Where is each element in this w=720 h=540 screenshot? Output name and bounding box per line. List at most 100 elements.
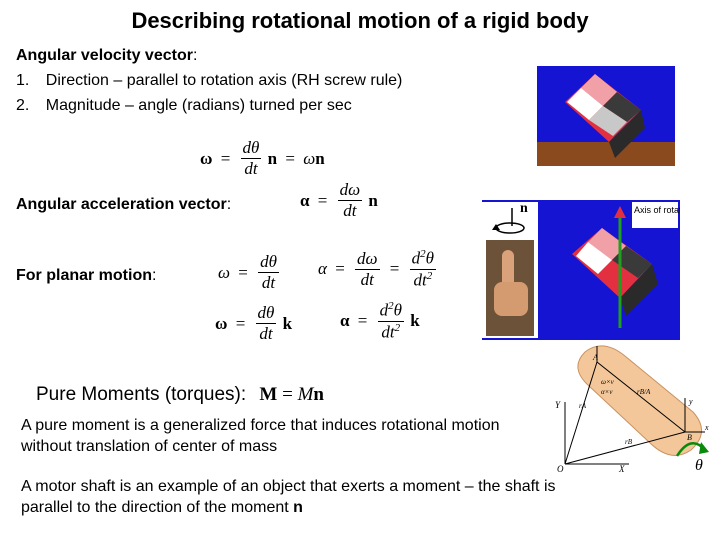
motor-shaft-text-body: A motor shaft is an example of an object… bbox=[21, 478, 556, 516]
pure-moments-heading: Pure Moments (torques): bbox=[36, 384, 247, 405]
list-text: Direction – parallel to rotation axis (R… bbox=[45, 72, 403, 89]
slide-title: Describing rotational motion of a rigid … bbox=[131, 8, 589, 33]
position-vector-A bbox=[564, 361, 598, 465]
numerator: d2θ bbox=[378, 300, 404, 321]
A-label: A bbox=[592, 353, 598, 362]
omega-scalar: ω bbox=[303, 148, 316, 168]
pure-moment-definition: A pure moment is a generalized force tha… bbox=[21, 417, 500, 455]
B-label: B bbox=[687, 433, 692, 442]
rotation-arrowhead bbox=[699, 442, 709, 454]
rigid-body-diagram: Y O X A B rA rB rB/A ω×v α×v y x θ bbox=[555, 345, 709, 473]
list-item: 1. Direction – parallel to rotation axis… bbox=[16, 70, 402, 91]
rB-label: rB bbox=[625, 438, 633, 446]
exponent: 2 bbox=[420, 248, 426, 260]
planar-heading-line: For planar motion: bbox=[16, 265, 156, 286]
alpha-v-label: α×v bbox=[601, 388, 613, 396]
M-scalar: M bbox=[297, 384, 314, 405]
angular-velocity-heading-line: Angular velocity vector: bbox=[16, 45, 197, 66]
equals-sign: = bbox=[317, 190, 328, 210]
denominator: dt bbox=[355, 268, 380, 290]
pure-moments-heading-line: Pure Moments (torques): M = Mn bbox=[36, 384, 324, 406]
angular-acceleration-heading: Angular acceleration vector bbox=[16, 196, 227, 213]
motor-shaft-text: A motor shaft is an example of an object… bbox=[21, 476, 601, 518]
dt-symbol: dt bbox=[413, 270, 427, 290]
exponent: 2 bbox=[394, 321, 401, 334]
denominator: dt bbox=[255, 323, 277, 344]
rigid-body-shape bbox=[577, 345, 702, 456]
fraction: dθ dt bbox=[240, 138, 262, 179]
equals-sign: = bbox=[389, 259, 400, 279]
n-vector: n bbox=[267, 148, 278, 168]
n-vector: n bbox=[315, 148, 325, 168]
axis-of-rotation-label: Axis of rotation bbox=[634, 205, 680, 215]
denominator: dt2 bbox=[409, 268, 436, 291]
angular-acceleration-colon: : bbox=[226, 196, 232, 213]
fraction: d2θ dt2 bbox=[377, 300, 404, 343]
position-vector-B bbox=[564, 431, 686, 465]
alpha-vector: α bbox=[340, 311, 350, 331]
numerator: dθ bbox=[242, 138, 260, 157]
numerator: dω bbox=[357, 248, 378, 268]
rBA-label: rB/A bbox=[637, 388, 651, 396]
fist-shape bbox=[494, 282, 528, 316]
O-label: O bbox=[557, 464, 564, 473]
dt-symbol: dt bbox=[381, 322, 395, 342]
list-number: 1. bbox=[16, 72, 30, 89]
angular-acceleration-equation: α = dω dt n bbox=[300, 180, 378, 221]
rotating-cube-photo bbox=[537, 66, 675, 166]
axis-of-rotation-photo: n Axis of rotation bbox=[482, 200, 680, 340]
theta-symbol: θ bbox=[393, 300, 402, 320]
equals-sign: = bbox=[235, 313, 246, 333]
denominator: dt2 bbox=[377, 320, 404, 343]
denominator: dt bbox=[240, 158, 262, 179]
planar-colon: : bbox=[152, 267, 157, 284]
cube-tile bbox=[603, 92, 641, 122]
omega-vector: ω bbox=[215, 313, 228, 333]
exponent: 2 bbox=[426, 269, 433, 282]
exponent: 2 bbox=[388, 300, 394, 312]
X-label: X bbox=[618, 464, 625, 473]
d-symbol: d bbox=[379, 300, 389, 320]
cube-side bbox=[609, 110, 645, 158]
list-text: Magnitude – angle (radians) turned per s… bbox=[45, 97, 352, 114]
planar-heading: For planar motion bbox=[16, 267, 152, 284]
numerator: dω bbox=[339, 180, 361, 199]
curl-arrowhead bbox=[492, 224, 500, 230]
cube-tile bbox=[588, 228, 626, 260]
axis-label-box bbox=[632, 202, 678, 228]
omega-scalar: ω bbox=[218, 262, 231, 282]
Y-label: Y bbox=[555, 400, 561, 410]
cube-tile bbox=[567, 88, 603, 120]
cube-tile bbox=[612, 246, 652, 278]
cube-tile bbox=[581, 74, 617, 106]
planar-alpha-scalar-equation: α = dω dt = d2θ dt2 bbox=[318, 248, 438, 290]
planar-alpha-vector-equation: α = d2θ dt2 k bbox=[340, 300, 420, 342]
fraction: d2θ dt2 bbox=[409, 248, 436, 291]
angular-velocity-heading: Angular velocity vector bbox=[16, 47, 193, 64]
angular-velocity-colon: : bbox=[192, 47, 198, 64]
numerator: dθ bbox=[257, 303, 275, 322]
cube-tile bbox=[576, 242, 612, 274]
denominator: dt bbox=[337, 200, 363, 221]
equals-sign: = bbox=[282, 384, 293, 405]
planar-omega-scalar-equation: ω = dθ dt bbox=[218, 252, 281, 293]
angular-acceleration-heading-line: Angular acceleration vector: bbox=[16, 194, 231, 215]
fraction: dω dt bbox=[337, 180, 363, 221]
planar-omega-vector-equation: ω = dθ dt k bbox=[215, 303, 292, 344]
k-vector: k bbox=[410, 311, 420, 331]
n-label: n bbox=[520, 201, 528, 216]
alpha-scalar: α bbox=[318, 259, 327, 279]
equals-sign: = bbox=[220, 148, 231, 168]
k-vector: k bbox=[282, 313, 293, 333]
equals-sign: = bbox=[335, 259, 345, 279]
list-item: 2. Magnitude – angle (radians) turned pe… bbox=[16, 95, 352, 116]
omega-v-label: ω×v bbox=[601, 378, 615, 386]
theta-symbol: θ bbox=[425, 248, 434, 268]
body-y-label: y bbox=[688, 397, 693, 406]
n-vector: n bbox=[368, 190, 378, 210]
fraction: dθ dt bbox=[258, 252, 279, 293]
relative-position-vector bbox=[596, 361, 686, 433]
d-symbol: d bbox=[411, 248, 421, 268]
M-vector: M bbox=[259, 384, 278, 405]
omega-vector: ω bbox=[200, 148, 213, 168]
